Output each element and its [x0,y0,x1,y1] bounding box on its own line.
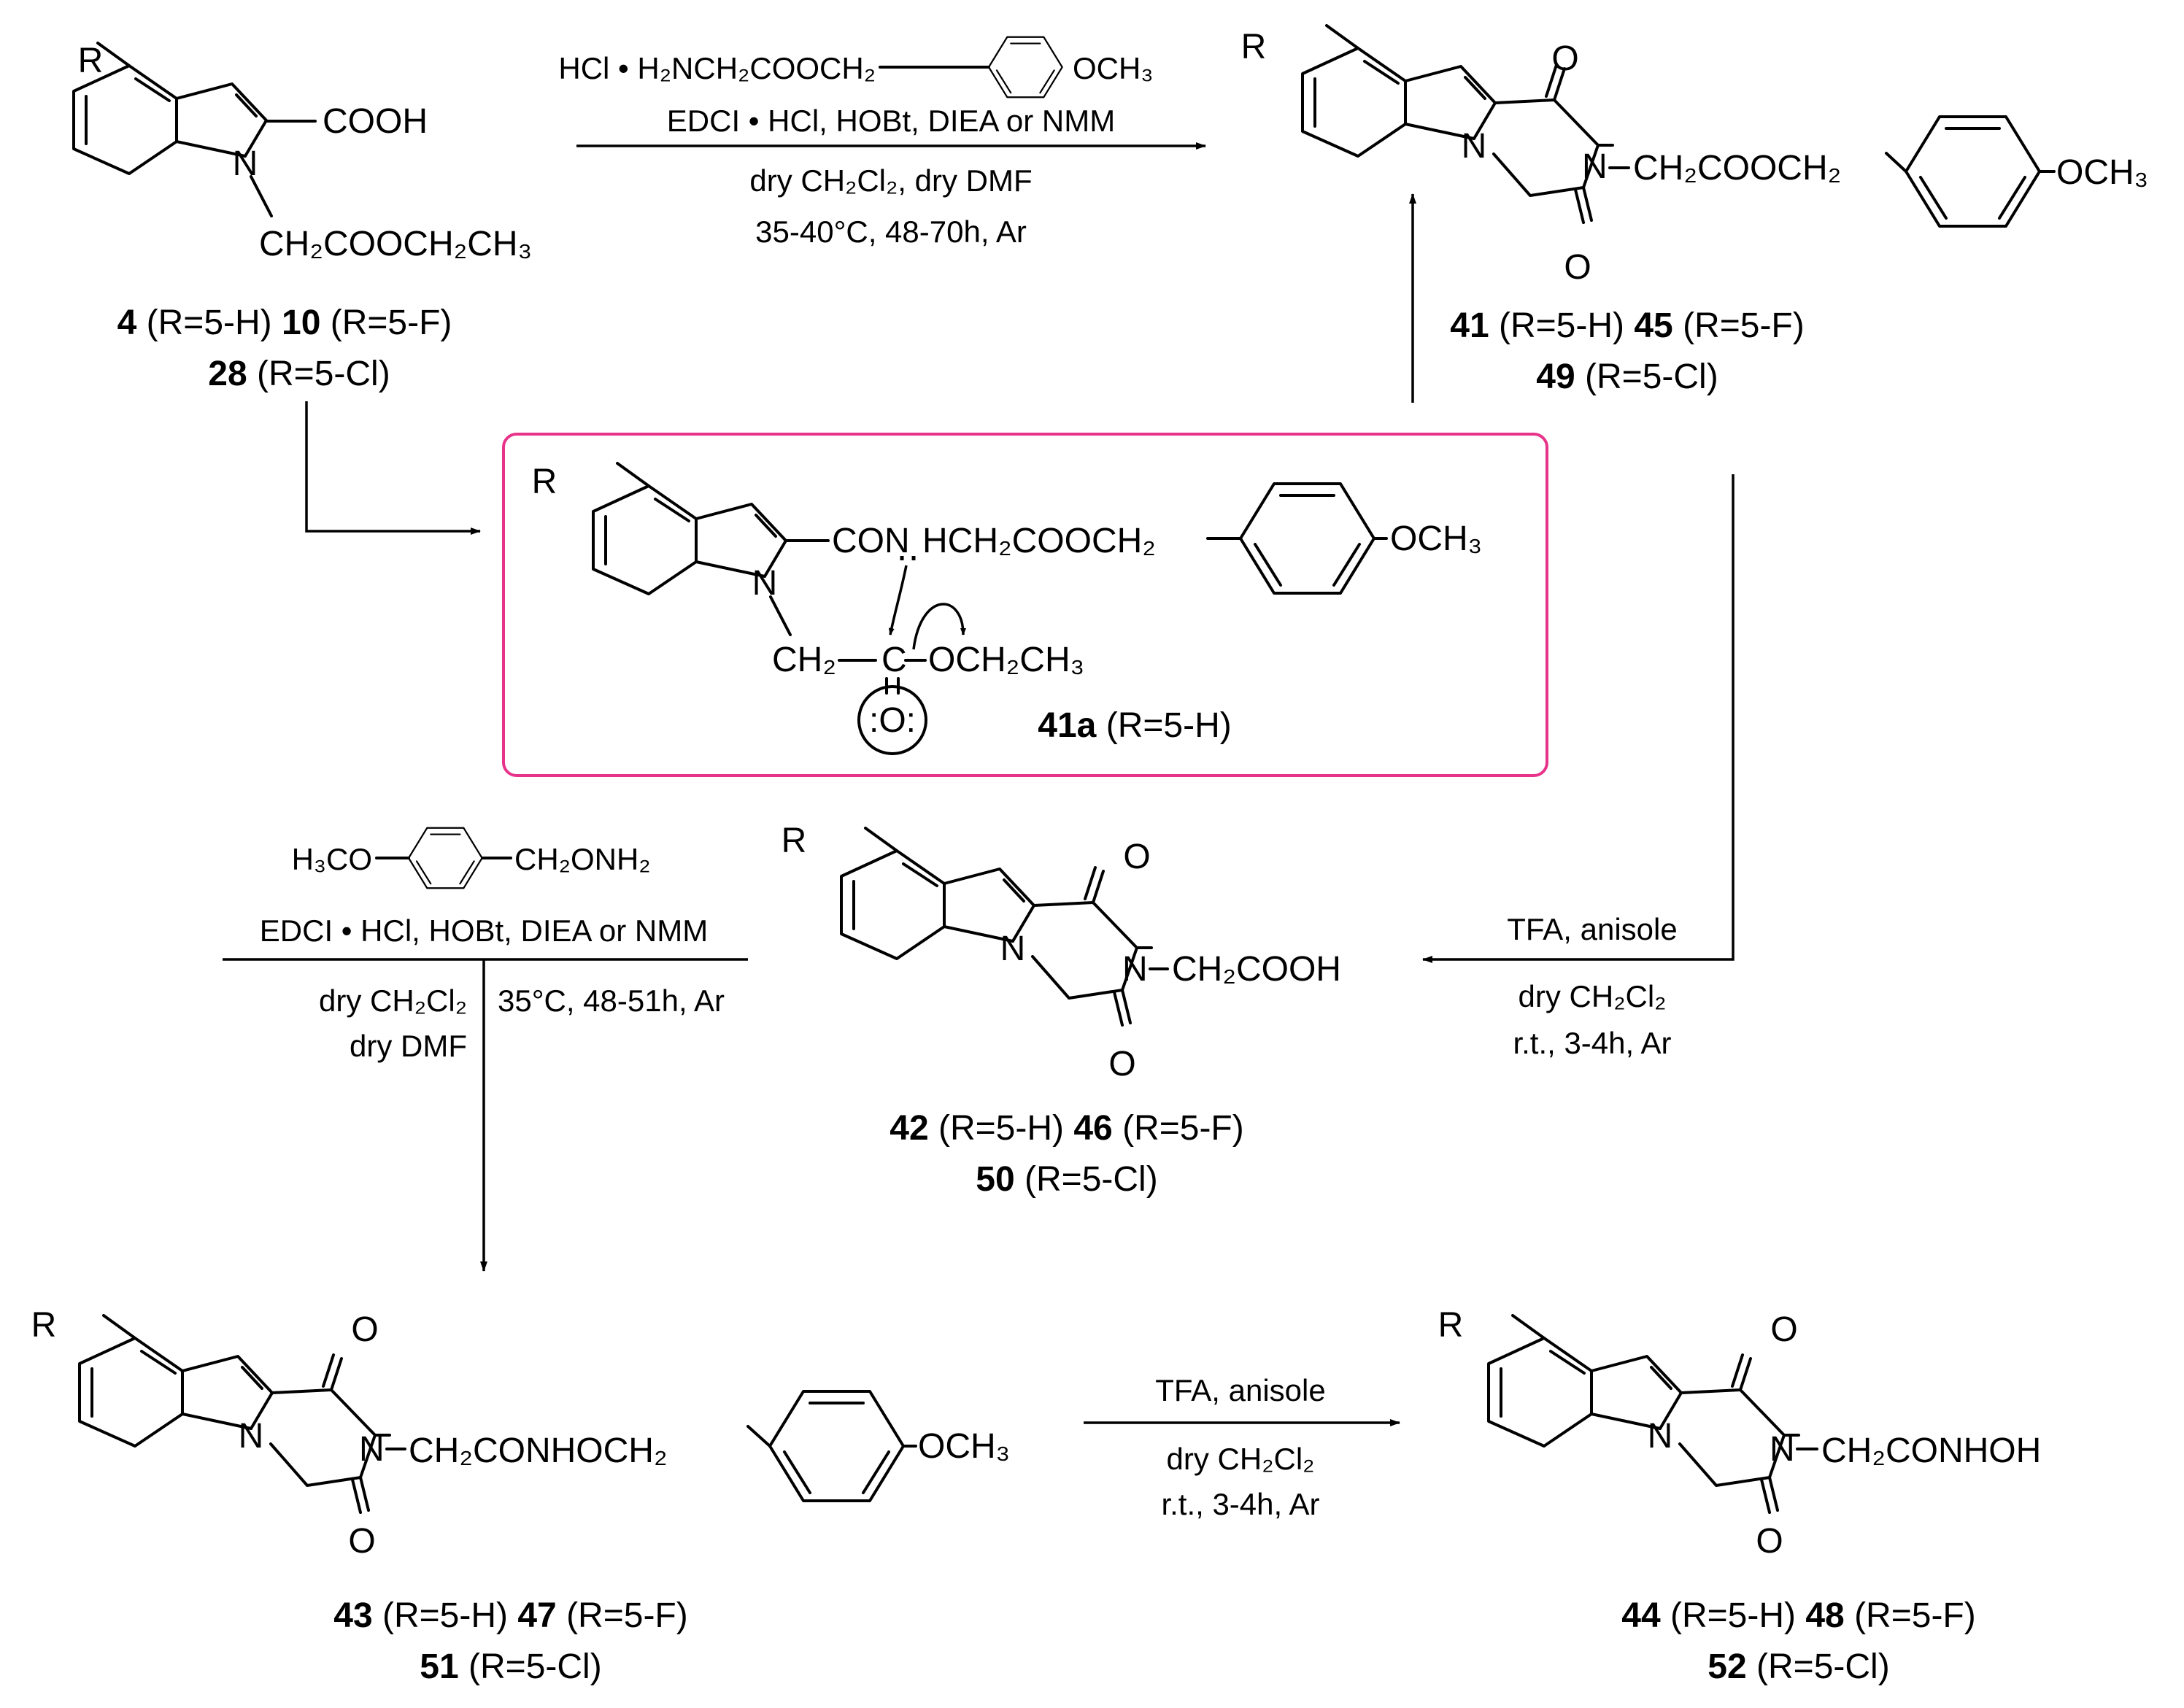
compound-oxyamide: R N O O N CH₂CONHOCH₂ OCH₃ [31,1306,1011,1561]
indole-nitrogen: N [752,564,778,603]
pmb-ester-chain: CH₂COOCH₂ [1633,149,1841,188]
temperature-time-step1: 35-40°C, 48-70h, Ar [755,215,1027,249]
carbonyl-oxygen-bottom: O [1756,1522,1783,1561]
r-substituent: R [782,822,807,860]
r-substituent: R [78,42,104,80]
carbonyl-oxygen-circle [857,685,927,755]
coupling-reagents-step3: EDCI • HCl, HOBt, DIEA or NMM [260,913,708,948]
carbonyl-oxygen-bottom: O [1564,248,1591,287]
imide-nitrogen: N [1122,950,1148,989]
solvent-step3-line1: dry CH₂Cl₂ [319,984,467,1018]
carbonyl-oxygen-lone-pairs: :O: [869,701,916,740]
solvent-step2: dry CH₂Cl₂ [1519,979,1667,1013]
time-step4: r.t., 3-4h, Ar [1161,1487,1319,1521]
methoxy-group: OCH₃ [2056,153,2148,192]
indole-nitrogen: N [233,144,258,183]
solvent-step1: dry CH₂Cl₂, dry DMF [749,163,1032,198]
label-pmb-ester-line1: 41 (R=5-H) 45 (R=5-F) [1450,306,1804,345]
carbonyl-oxygen-top: O [1123,838,1150,876]
nucleophilic-attack-arrow [888,565,908,635]
label-oxyamide-line1: 43 (R=5-H) 47 (R=5-F) [333,1596,687,1635]
carbonyl-oxygen-top: O [351,1310,378,1349]
conditions-step1: HCl • H₂NCH₂COOCH₂ OCH₃ EDCI • HCl, HOBt… [558,36,1153,249]
imide-nitrogen: N [359,1430,385,1469]
reagents-step4: TFA, anisole [1155,1373,1325,1407]
acetic-acid-chain: CH₂COOH [1172,950,1341,989]
label-acid-line2: 50 (R=5-Cl) [976,1160,1157,1199]
indole-nitrogen: N [1462,127,1487,166]
r-substituent: R [532,463,557,501]
conditions-step3: H₃CO CH₂ONH₂ EDCI • HCl, HOBt, DIEA or N… [260,827,725,1063]
hydroxamic-acid-chain: CH₂CONHOH [1821,1431,2041,1470]
intermediate-highlight-box [502,433,1548,777]
coupling-reagents: EDCI • HCl, HOBt, DIEA or NMM [667,104,1115,138]
carbonyl-oxygen-bottom: O [1108,1045,1135,1083]
reagent-glycine-ester: HCl • H₂NCH₂COOCH₂ [558,51,876,85]
ethyl-ester-chain: CH₂COOCH₂CH₃ [259,225,532,263]
carbonyl-oxygen-top: O [1551,39,1578,78]
arrow-step2-deprotection [1422,474,1735,963]
r-substituent: R [1438,1306,1464,1345]
label-acid-line1: 42 (R=5-H) 46 (R=5-F) [890,1109,1243,1148]
solvent-step4: dry CH₂Cl₂ [1167,1442,1315,1476]
indole-nitrogen: N [1648,1417,1673,1456]
reagent-methoxy-group: OCH₃ [1073,51,1153,85]
carbonyl-oxygen-bottom: O [348,1522,375,1561]
methoxy-group: OCH₃ [1390,519,1482,558]
amide-con-group: CON [832,522,910,560]
ester-carbon: C [881,641,907,679]
label-pmb-ester-line2: 49 (R=5-Cl) [1536,358,1718,396]
label-hydroxamic-line2: 52 (R=5-Cl) [1708,1647,1889,1686]
imide-nitrogen: N [1582,147,1608,186]
ethoxy-group: OCH₂CH₃ [928,641,1084,679]
carboxylic-acid-group: COOH [323,102,428,141]
methoxy-group: OCH₃ [918,1427,1010,1466]
carbonyl-oxygen-top: O [1770,1310,1797,1349]
arrow-to-intermediate [305,401,481,535]
label-start-compounds-line1: 4 (R=5-H) 10 (R=5-F) [117,304,452,342]
n-methylene: CH₂ [772,641,836,679]
glycine-pmb-chain: HCH₂COOCH₂ [922,522,1156,560]
r-substituent: R [31,1306,57,1345]
compound-acid: R N O O N CH₂COOH [782,822,1341,1083]
time-step2: r.t., 3-4h, Ar [1513,1026,1671,1060]
conditions-step2: TFA, anisole dry CH₂Cl₂ r.t., 3-4h, Ar [1507,912,1677,1060]
nitrogen-lone-pair: ․․ [896,530,919,568]
reagents-step2: TFA, anisole [1507,912,1677,946]
conditions-step4: TFA, anisole dry CH₂Cl₂ r.t., 3-4h, Ar [1155,1373,1325,1521]
label-hydroxamic-line1: 44 (R=5-H) 48 (R=5-F) [1621,1596,1975,1635]
compound-pmb-ester: R N O O N CH₂COOCH₂ OCH₃ [1241,26,2148,287]
compound-hydroxamic-acid: R N O O N CH₂CONHOH [1438,1306,2042,1561]
temperature-time-step3: 35°C, 48-51h, Ar [498,984,725,1018]
reagent-aminooxymethyl: CH₂ONH₂ [514,842,651,876]
label-oxyamide-line2: 51 (R=5-Cl) [420,1647,601,1686]
leaving-group-arrow [912,603,966,650]
indole-nitrogen: N [1000,930,1026,968]
r-substituent: R [1241,28,1267,66]
imide-nitrogen: N [1770,1430,1795,1469]
oxyamide-chain: CH₂CONHOCH₂ [409,1431,668,1470]
compound-start-indole-acid: R N COOH CH₂COOCH₂CH₃ [72,42,532,263]
compound-intermediate-41a: R N CON HCH₂COOCH₂ ․․ OCH₃ CH₂ C OCH₂CH₃… [532,462,1482,755]
indole-nitrogen: N [239,1417,264,1456]
label-start-compounds-line2: 28 (R=5-Cl) [208,355,390,393]
label-intermediate: 41a (R=5-H) [1038,706,1231,745]
reagent-methoxy: H₃CO [292,842,372,876]
solvent-step3-line2: dry DMF [350,1029,467,1063]
